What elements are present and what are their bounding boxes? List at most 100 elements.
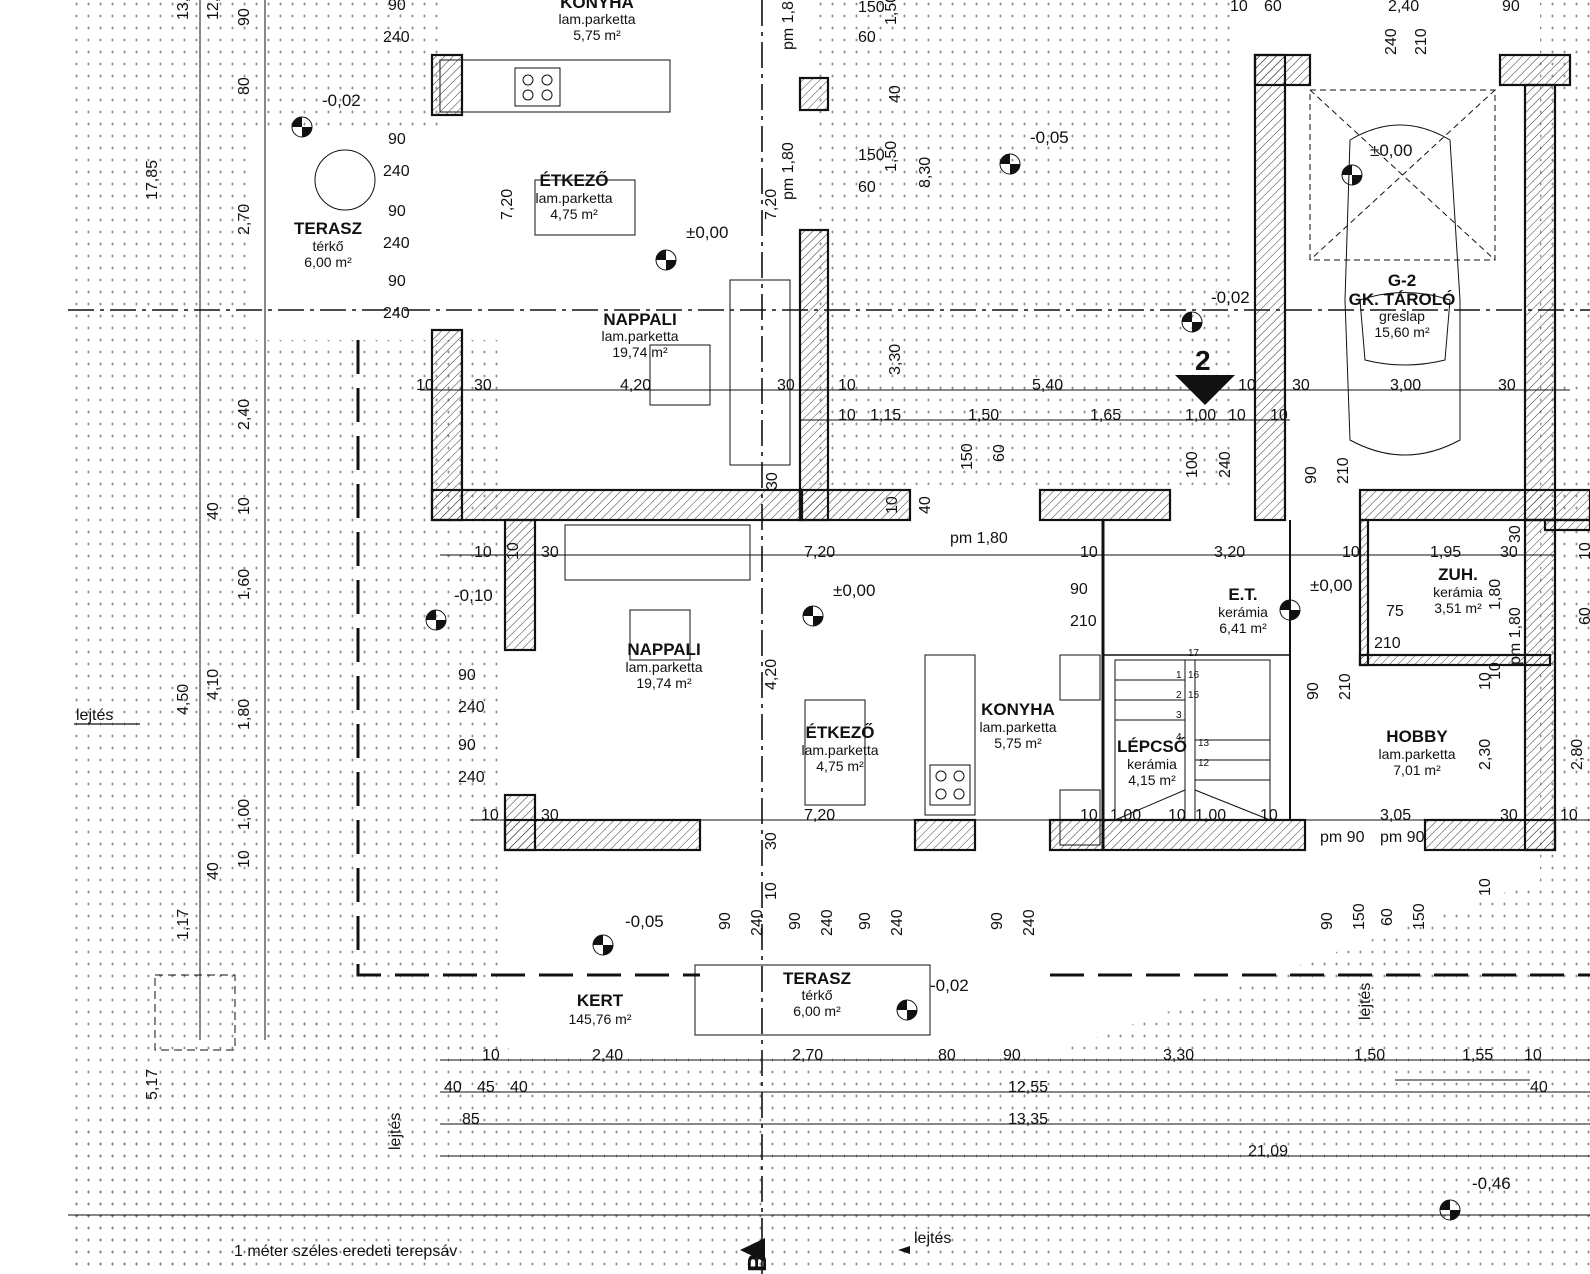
room-area: 7,01 m²: [1393, 762, 1441, 778]
room-area: 4,75 m²: [550, 206, 598, 222]
svg-text:240: 240: [383, 305, 410, 322]
svg-text:10: 10: [1560, 807, 1578, 824]
svg-text:10: 10: [838, 407, 856, 424]
svg-text:240: 240: [749, 909, 766, 936]
wall: [430, 488, 804, 522]
svg-text:10: 10: [505, 542, 522, 560]
kitchen-counter: [924, 654, 976, 816]
level-label: ±0,00: [1370, 141, 1412, 160]
dims-row-b: 10 1,15 1,50 1,65 1,00 10 10: [838, 407, 1288, 424]
svg-text:90: 90: [1319, 912, 1336, 930]
room-name: ÉTKEZŐ: [540, 171, 609, 190]
svg-text:10: 10: [1080, 544, 1098, 561]
room-finish: lam.parketta: [1378, 746, 1455, 762]
svg-text:1,00: 1,00: [1185, 407, 1216, 424]
svg-text:2,80: 2,80: [1569, 739, 1586, 770]
svg-text:5,17: 5,17: [144, 1069, 161, 1100]
dims-row-c: 150 60 100 240 90 210 30 40 10 pm 1,80: [764, 443, 1352, 547]
dims-chain: 40 45 40 12,55 85 13,35 21,09: [444, 1079, 1288, 1160]
room-nappali: NAPPALI lam.parketta 19,74 m²: [625, 640, 702, 691]
svg-text:1,15: 1,15: [870, 407, 901, 424]
svg-text:10: 10: [1080, 807, 1098, 824]
room-area: 4,15 m²: [1128, 772, 1176, 788]
svg-text:150: 150: [959, 443, 976, 470]
svg-text:2,40: 2,40: [592, 1047, 623, 1064]
level-label: ±0,00: [833, 581, 875, 600]
slope-label: lejtés: [387, 1113, 404, 1150]
room-lepcso: LÉPCSŐ kerámia 4,15 m²: [1117, 737, 1187, 788]
svg-text:10: 10: [1168, 807, 1186, 824]
svg-text:12: 12: [1198, 758, 1210, 769]
section-label-b: B: [742, 1253, 772, 1272]
sofa: [564, 524, 751, 581]
room-hobby: HOBBY lam.parketta 7,01 m²: [1378, 727, 1455, 778]
svg-text:1,55: 1,55: [1462, 1047, 1493, 1064]
stair-numbers: 17 16 15 1 2 3 13 12 4: [1176, 648, 1210, 769]
svg-text:4,10: 4,10: [205, 669, 222, 700]
svg-text:10: 10: [474, 544, 492, 561]
wall: [1253, 53, 1287, 522]
room-konyha-top: KONYHA lam.parketta 5,75 m²: [558, 0, 635, 43]
wall: [1358, 488, 1590, 522]
room-finish: kerámia: [1433, 584, 1483, 600]
level-label: -0,05: [1030, 128, 1069, 147]
room-finish: lam.parketta: [535, 190, 612, 206]
wall: [430, 328, 464, 522]
svg-text:150: 150: [1411, 903, 1428, 930]
wall: [913, 818, 977, 852]
svg-text:8,30: 8,30: [917, 157, 934, 188]
dims-row-e: 4,20 7,20 10 30 10 1,00 10 1,00 10 3,05 …: [481, 659, 1586, 824]
svg-text:150: 150: [858, 0, 885, 16]
svg-text:3,30: 3,30: [887, 344, 904, 375]
level-label: -0,02: [322, 91, 361, 110]
room-area: 5,75 m²: [994, 735, 1042, 751]
room-finish: lam.parketta: [979, 719, 1056, 735]
pm-label: pm 90: [1320, 829, 1365, 846]
room-name: KONYHA: [981, 700, 1055, 719]
svg-text:240: 240: [458, 699, 485, 716]
room-nappali-top: NAPPALI lam.parketta 19,74 m²: [601, 310, 678, 360]
svg-text:15: 15: [1188, 690, 1200, 701]
svg-text:240: 240: [1383, 28, 1400, 55]
room-etkezo-top: ÉTKEZŐ lam.parketta 4,75 m²: [535, 171, 612, 222]
pm-label: pm 90: [1380, 829, 1425, 846]
svg-text:10: 10: [838, 377, 856, 394]
svg-text:1,50: 1,50: [968, 407, 999, 424]
svg-text:150: 150: [858, 147, 885, 164]
svg-text:210: 210: [1374, 635, 1401, 652]
level-label: ±0,00: [686, 223, 728, 242]
room-name: TERASZ: [783, 969, 851, 988]
svg-text:10: 10: [884, 496, 901, 514]
svg-text:10: 10: [1260, 807, 1278, 824]
section-arrow-b-icon: [740, 1238, 765, 1262]
dims-bottom-row: 10 2,40 2,70 80 90 3,30 1,50 1,55 10 40: [482, 1047, 1548, 1096]
svg-text:2,70: 2,70: [792, 1047, 823, 1064]
svg-text:pm 1,8: pm 1,8: [780, 1, 797, 50]
room-zuh: ZUH. kerámia 3,51 m²: [1433, 565, 1483, 616]
cooktop-icon: [929, 764, 971, 806]
room-name: E.T.: [1228, 585, 1257, 604]
svg-text:5,40: 5,40: [1032, 377, 1063, 394]
room-name: ÉTKEZŐ: [806, 723, 875, 742]
level-label: -0,05: [625, 912, 664, 931]
svg-text:90: 90: [1502, 0, 1520, 15]
svg-text:16: 16: [1188, 670, 1200, 681]
svg-text:85: 85: [462, 1111, 480, 1128]
level-labels: -0,02 ±0,00 -0,05 ±0,00 -0,02 -0,10 ±0,0…: [322, 91, 1511, 1193]
svg-text:1,50: 1,50: [1354, 1047, 1385, 1064]
svg-text:90: 90: [1305, 682, 1322, 700]
svg-text:80: 80: [236, 77, 253, 95]
level-label: -0,46: [1472, 1174, 1511, 1193]
svg-text:240: 240: [458, 769, 485, 786]
room-area: 19,74 m²: [636, 675, 692, 691]
svg-text:40: 40: [205, 502, 222, 520]
section-arrow-icon: [1175, 375, 1235, 405]
wall: [798, 76, 830, 112]
svg-text:210: 210: [1413, 28, 1430, 55]
wall: [503, 518, 537, 652]
svg-text:150: 150: [1351, 903, 1368, 930]
svg-text:40: 40: [205, 862, 222, 880]
svg-text:10: 10: [1524, 1047, 1542, 1064]
kert-box: [154, 974, 236, 1051]
svg-text:12,: 12,: [205, 0, 222, 20]
